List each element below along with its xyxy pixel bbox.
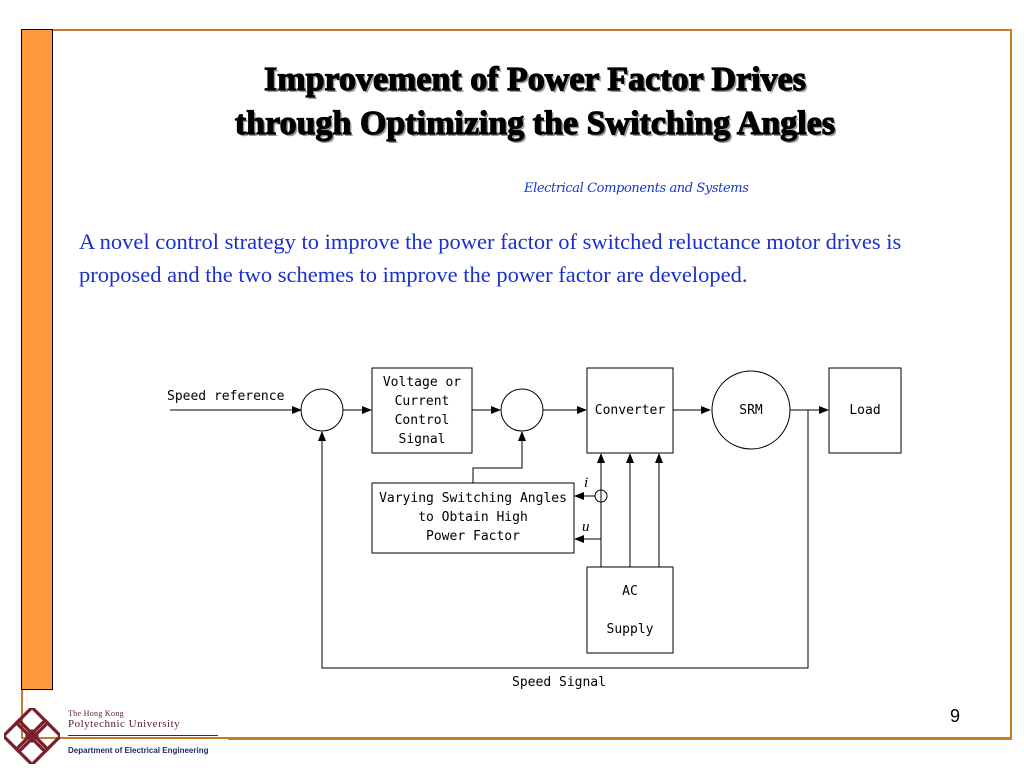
footer-rule <box>228 738 1012 740</box>
body-paragraph: A novel control strategy to improve the … <box>79 229 902 287</box>
voltage-block-line-3: Control <box>395 413 450 428</box>
title-line-1: Improvement of Power Factor Drives <box>263 60 806 98</box>
varying-block-line-3: Power Factor <box>426 529 520 544</box>
current-label: i <box>584 475 588 491</box>
summing-junction-1 <box>300 388 344 432</box>
voltage-block-line-1: Voltage or <box>383 375 461 390</box>
university-name: Polytechnic University <box>68 718 181 730</box>
ac-block-line-1: AC <box>622 584 638 599</box>
slide-title: Improvement of Power Factor Drives throu… <box>60 58 1010 146</box>
speed-reference-label: Speed reference <box>167 389 285 404</box>
ac-block-line-2: Supply <box>607 622 654 637</box>
ac-supply-block <box>586 566 674 654</box>
page-number: 9 <box>950 706 961 726</box>
summing-junction-2 <box>500 388 544 432</box>
polyu-logo-icon <box>4 708 60 764</box>
varying-to-sum2-line <box>472 431 526 483</box>
voltage-label: u <box>582 519 590 535</box>
srm-label: SRM <box>739 403 763 418</box>
converter-label: Converter <box>595 403 666 418</box>
control-block-diagram: Speed reference Voltage or Current Contr… <box>167 367 902 690</box>
title-line-2: through Optimizing the Switching Angles <box>234 104 836 142</box>
university-divider <box>68 735 218 736</box>
voltage-block-line-4: Signal <box>399 432 446 447</box>
load-block <box>828 367 902 454</box>
voltage-block-line-2: Current <box>395 394 450 409</box>
varying-block-line-2: to Obtain High <box>418 510 528 525</box>
side-accent-bar <box>21 29 53 690</box>
speed-feedback-line <box>318 410 809 669</box>
university-prefix: The Hong Kong <box>68 709 124 718</box>
load-label: Load <box>849 403 880 418</box>
varying-block-line-1: Varying Switching Angles <box>379 491 567 506</box>
speed-signal-label: Speed Signal <box>512 675 606 690</box>
slide-subtitle: Electrical Components and Systems <box>524 181 749 196</box>
department-name: Department of Electrical Engineering <box>68 746 209 755</box>
